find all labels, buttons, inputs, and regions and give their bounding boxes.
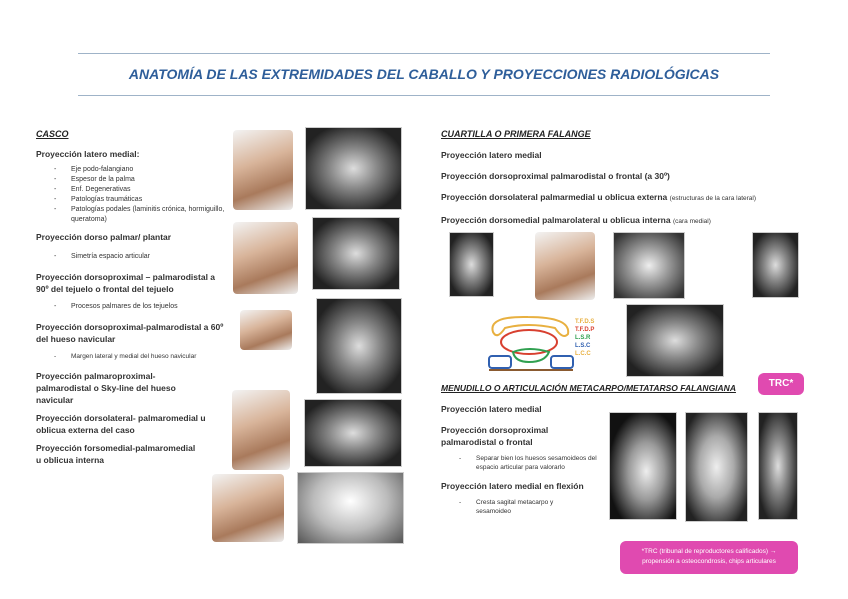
hoof-dorsopalmar-illustration <box>233 222 298 294</box>
pastern-ultrasound <box>626 304 724 377</box>
cuartilla-p1: Proyección latero medial <box>441 150 542 160</box>
cuartilla-heading: CUARTILLA O PRIMERA FALANGE <box>441 129 591 139</box>
lsc-outline-right <box>550 355 574 369</box>
pastern-positioning-illustration <box>535 232 595 300</box>
list-item: Simetría espacio articular <box>36 252 226 262</box>
casco-p4: Proyección dorsoproximal-palmarodistal a… <box>36 322 224 344</box>
legend-label: T.F.D.S <box>575 319 595 325</box>
navicular-illustration <box>232 390 290 470</box>
diagram-legend: T.F.D.S T.F.D.P L.S.R L.S.C L.C.C <box>575 318 594 358</box>
pastern-oblique-xray <box>752 232 799 298</box>
cuartilla-p3: Proyección dorsolateral palmarmedial u o… <box>441 192 668 202</box>
casco-p1: Proyección latero medial: <box>36 149 140 159</box>
list-item: Separar bien los huesos sesamoideos del … <box>441 454 606 472</box>
legend-label: T.F.D.P <box>575 327 595 333</box>
casco-p3: Proyección dorsoproximal – palmarodistal… <box>36 272 216 294</box>
pastern-frontal-xray <box>613 232 685 299</box>
hoof-dorsopalmar-xray <box>312 217 400 290</box>
list-item: Procesos palmares de los tejuelos <box>36 302 226 312</box>
lsc-outline <box>488 355 512 369</box>
cuartilla-p4: Proyección dorsomedial palmarolateral u … <box>441 215 671 225</box>
fetlock-lateral-xray <box>609 412 677 520</box>
hoof-lateral-xray <box>305 127 402 210</box>
cuartilla-section: CUARTILLA O PRIMERA FALANGE Proyección l… <box>441 129 801 228</box>
list-item: Eje podo-falangiano <box>36 165 226 175</box>
list-item: Margen lateral y medial del hueso navicu… <box>36 352 246 362</box>
menudillo-p1: Proyección latero medial <box>441 404 542 414</box>
hoof-90-illustration <box>240 310 292 350</box>
list-item: Espesor de la palma <box>36 175 226 185</box>
tfdp-outline <box>500 329 558 355</box>
fetlock-frontal-xray <box>685 412 748 522</box>
cuartilla-p2: Proyección dorsoproximal palmarodistal o… <box>441 171 670 181</box>
trc-badge: TRC* <box>758 373 804 395</box>
skyline-xray <box>297 472 404 544</box>
fetlock-flexion-xray <box>758 412 798 520</box>
casco-p6: Proyección dorsolateral- palmaromedial u… <box>36 413 206 435</box>
casco-p5: Proyección palmaroproximal-palmarodistal… <box>36 371 176 405</box>
casco-heading: CASCO <box>36 129 69 139</box>
pastern-structures-diagram <box>488 315 574 371</box>
list-item: Patologías traumáticas <box>36 195 226 205</box>
hoof-90-xray <box>316 298 402 394</box>
cuartilla-p4-note: (cara medial) <box>672 218 711 225</box>
menudillo-section: MENUDILLO O ARTICULACIÓN METACARPO/METAT… <box>441 383 751 516</box>
lsr-outline <box>511 348 551 364</box>
trc-note: *TRC (tribunal de reproductores califica… <box>620 541 798 574</box>
page-title: ANATOMÍA DE LAS EXTREMIDADES DEL CABALLO… <box>128 66 720 82</box>
legend-label: L.S.C <box>575 343 591 349</box>
menudillo-heading: MENUDILLO O ARTICULACIÓN METACARPO/METAT… <box>441 383 736 393</box>
tfds-outline <box>491 315 570 337</box>
hoof-positioning-illustration <box>233 130 293 210</box>
menudillo-p3: Proyección latero medial en flexión <box>441 481 584 491</box>
list-item: Patologías podales (laminitis crónica, h… <box>36 205 226 225</box>
menudillo-p2: Proyección dorsoproximal palmarodistal o… <box>441 425 549 447</box>
top-rule <box>78 53 770 54</box>
list-item: Cresta sagital metacarpo y sesamoideo <box>441 498 571 516</box>
legend-label: L.C.C <box>575 351 591 357</box>
casco-section: CASCO Proyección latero medial: Eje podo… <box>36 129 226 466</box>
casco-p7: Proyección forsomedial-palmaromedial u o… <box>36 443 196 465</box>
skyline-illustration <box>212 474 284 542</box>
navicular-xray <box>304 399 402 467</box>
casco-p2: Proyección dorso palmar/ plantar <box>36 232 172 242</box>
list-item: Enf. Degenerativas <box>36 185 226 195</box>
pastern-lateral-xray <box>449 232 494 297</box>
cuartilla-p3-note: (estructuras de la cara lateral) <box>669 195 756 202</box>
legend-label: L.S.R <box>575 335 591 341</box>
title-rule <box>78 95 770 96</box>
